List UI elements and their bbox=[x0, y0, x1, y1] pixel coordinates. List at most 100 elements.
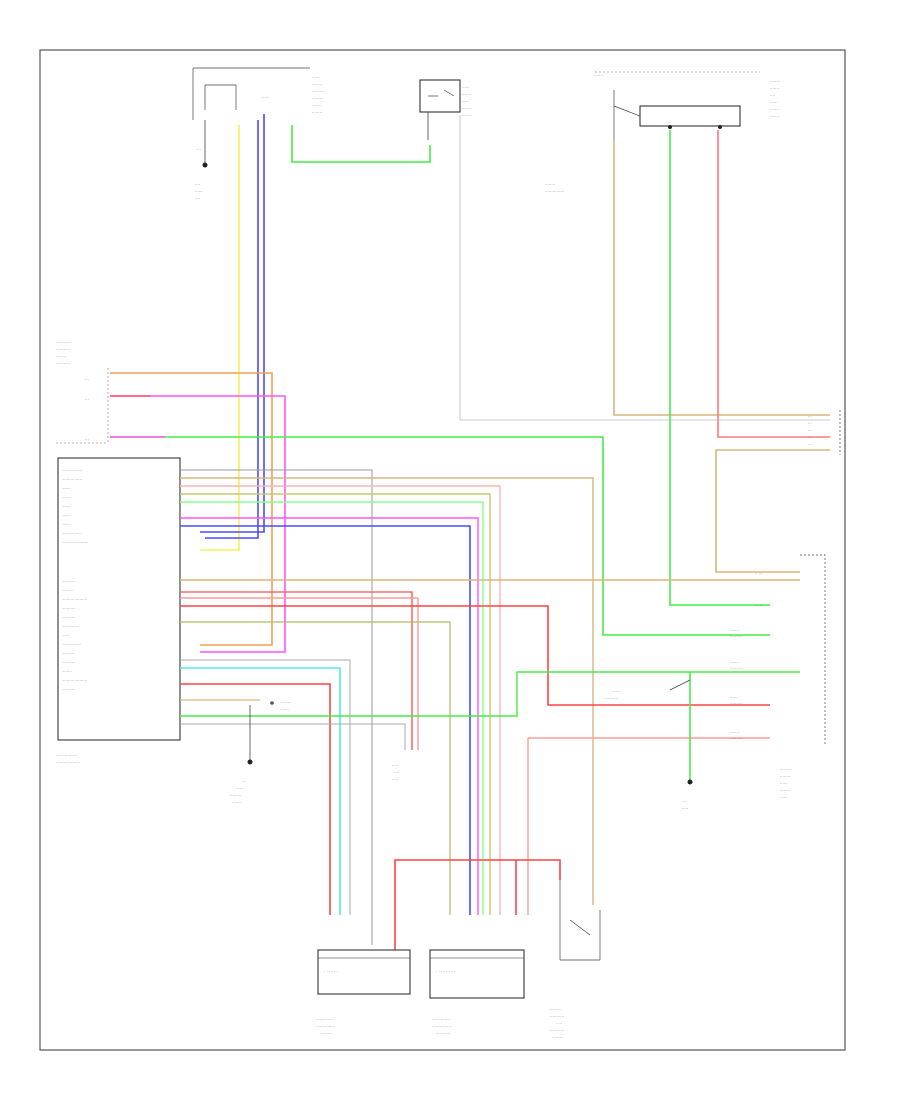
svg-text:.......: ....... bbox=[63, 668, 72, 673]
svg-text:....: .... bbox=[195, 181, 200, 186]
svg-text:...........: ........... bbox=[550, 1013, 564, 1018]
svg-text:......: ...... bbox=[780, 794, 788, 799]
wire-olive-ecu-2 bbox=[180, 621, 451, 915]
svg-text:...: ... bbox=[808, 441, 812, 446]
mid-connector: ..... .... ..... bbox=[392, 762, 399, 781]
svg-text:....: .... bbox=[682, 798, 687, 803]
bottom-middle-connector: . . . . . . . . .............. .........… bbox=[429, 949, 525, 1035]
bottom-left-connector: . . . . . . .............. .............… bbox=[316, 949, 411, 1035]
wire-blue-2 bbox=[200, 114, 265, 533]
svg-text:......: ...... bbox=[63, 512, 71, 517]
bottom-right-switch: ......... ........... ..... ........... … bbox=[550, 880, 601, 1039]
wire-tan-loop bbox=[715, 449, 830, 573]
svg-text:...........: ........... bbox=[56, 360, 70, 365]
wire-gray-relay bbox=[459, 115, 830, 421]
svg-text:.........: ......... bbox=[550, 1006, 561, 1011]
svg-text:......: ...... bbox=[770, 99, 778, 104]
svg-text:. . . . . .: . . . . . . bbox=[324, 968, 338, 973]
wire-blue-1 bbox=[205, 120, 259, 539]
svg-text:........: ........ bbox=[780, 773, 790, 778]
svg-text:...............: ............... bbox=[63, 476, 82, 481]
svg-text:.......: ....... bbox=[280, 706, 289, 711]
wire-red-ecu-2 bbox=[180, 605, 770, 706]
wire-lightgreen-ecu bbox=[180, 501, 484, 915]
top-component-label: ...... ........ .......... ......... ...… bbox=[262, 74, 325, 114]
svg-text:.......: ....... bbox=[770, 113, 779, 118]
svg-text:......: ...... bbox=[63, 521, 71, 526]
svg-text:...........: ........... bbox=[436, 1030, 450, 1035]
svg-text:......: ...... bbox=[462, 84, 470, 89]
right-connector-stubs: ... ... ... ... ... bbox=[808, 410, 841, 455]
svg-text:..........: .......... bbox=[63, 605, 76, 610]
top-relay-box: ...... ....... ..... ....... ....... bbox=[419, 79, 471, 140]
svg-text:.......: ....... bbox=[730, 659, 739, 664]
svg-text:..........: .......... bbox=[730, 633, 743, 638]
svg-text:...: ... bbox=[808, 434, 812, 439]
svg-text:.....: ..... bbox=[63, 632, 69, 637]
wire-tan-ecu-1 bbox=[180, 477, 594, 905]
wire-pink-ecu-1 bbox=[180, 485, 501, 915]
svg-text:.........: ......... bbox=[230, 792, 241, 797]
svg-text:...................: ................... bbox=[63, 596, 87, 601]
svg-text:......: ...... bbox=[236, 785, 244, 790]
svg-text:.....: ..... bbox=[392, 776, 398, 781]
svg-text:.......: ....... bbox=[770, 85, 779, 90]
svg-text:...: ... bbox=[85, 376, 89, 381]
svg-text:.....: ..... bbox=[556, 1020, 562, 1025]
svg-text:.......: ....... bbox=[594, 72, 603, 77]
svg-text:.......: ....... bbox=[462, 91, 471, 96]
svg-text:.. ...: .. ... bbox=[755, 570, 763, 575]
wire-magenta-upper bbox=[110, 395, 286, 653]
svg-text:.................: ................. bbox=[56, 752, 78, 757]
svg-text:.. ...: .. ... bbox=[755, 602, 763, 607]
svg-text:........: ........ bbox=[63, 587, 73, 592]
wire-pink-ecu-2 bbox=[180, 597, 419, 750]
svg-text:...: ... bbox=[242, 778, 246, 783]
wire-tan-right bbox=[613, 140, 830, 416]
svg-text:...........: ........... bbox=[550, 1027, 564, 1032]
svg-text:...............: ............... bbox=[63, 467, 82, 472]
wire-pink-right bbox=[717, 130, 830, 438]
svg-text:.......: ....... bbox=[612, 688, 621, 693]
svg-text:...: ... bbox=[808, 413, 812, 418]
svg-text:........: ........ bbox=[770, 78, 780, 83]
svg-text:.........: ......... bbox=[63, 614, 74, 619]
wire-cyan-ecu bbox=[180, 667, 341, 915]
svg-text:..............: .............. bbox=[316, 1016, 334, 1021]
svg-text:.......: ....... bbox=[462, 105, 471, 110]
svg-text:....: .... bbox=[394, 769, 399, 774]
svg-text:..............: .............. bbox=[63, 641, 81, 646]
svg-text:.............: ............. bbox=[63, 623, 80, 628]
wire-red-ecu-3 bbox=[180, 683, 331, 915]
svg-text:.........: ......... bbox=[552, 1034, 563, 1039]
svg-text:..........: .......... bbox=[320, 1030, 333, 1035]
svg-text:........: ........ bbox=[312, 81, 322, 86]
diagram-frame bbox=[39, 49, 846, 1051]
wire-green-ecu bbox=[180, 671, 800, 717]
svg-text:......: ...... bbox=[262, 94, 270, 99]
svg-text:....: .... bbox=[770, 92, 775, 97]
wire-olive-ecu bbox=[180, 493, 491, 915]
ecu-ground: ... ...... ......... ....... ........ ..… bbox=[230, 699, 290, 804]
wire-gray-ecu-2 bbox=[180, 659, 351, 915]
svg-text:...............: ............... bbox=[432, 1023, 451, 1028]
svg-text:...................: ................... bbox=[56, 759, 80, 764]
top-right-relay: ....... ........ ....... .... ...... ...… bbox=[545, 71, 780, 193]
wire-red-ecu-1 bbox=[180, 591, 413, 750]
svg-text:..........: .......... bbox=[312, 88, 325, 93]
svg-text:.........: ......... bbox=[312, 95, 323, 100]
right-mid-switch: .... ..... ....... ........... bbox=[604, 672, 693, 810]
svg-text:......: ...... bbox=[63, 485, 71, 490]
svg-text:.....: ..... bbox=[392, 762, 398, 767]
svg-text:......: ...... bbox=[63, 503, 71, 508]
right-side-connector-labels: .. ... .. ... ....... .......... .......… bbox=[730, 554, 826, 799]
wire-gray-ecu-3 bbox=[180, 723, 406, 750]
wire-yellow bbox=[200, 125, 240, 551]
wire-red-bottom-bus bbox=[394, 859, 561, 950]
svg-text:........: ........ bbox=[780, 787, 790, 792]
svg-text:.......: ....... bbox=[770, 106, 779, 111]
svg-text:.......: ....... bbox=[730, 729, 739, 734]
svg-text:.........: ......... bbox=[780, 766, 791, 771]
svg-text:.......: ....... bbox=[730, 627, 739, 632]
